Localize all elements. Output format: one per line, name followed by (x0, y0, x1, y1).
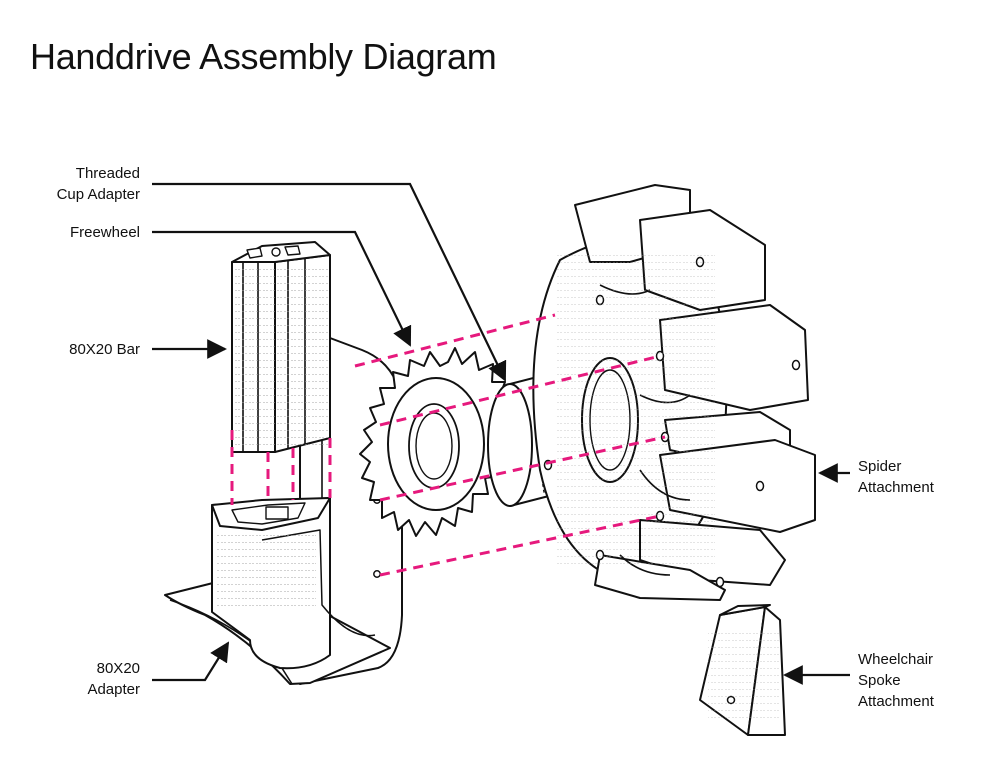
label-80x20-adapter: 80X20 Adapter (87, 658, 140, 700)
leader-freewheel (152, 230, 412, 347)
freewheel-part (359, 347, 513, 537)
bar-part (231, 241, 331, 453)
label-line: Threaded (75, 165, 140, 182)
guide-line (379, 514, 661, 577)
label-line: Cup Adapter (56, 186, 140, 203)
label-line: Freewheel (69, 224, 140, 241)
guide-line (354, 313, 556, 368)
label-line: Wheelchair (858, 651, 934, 668)
label-line: 80X20 (96, 660, 140, 677)
page-title: Handdrive Assembly Diagram (30, 36, 497, 77)
label-line: Spider (858, 458, 902, 475)
label-80x20-bar: 80X20 Bar (69, 339, 140, 360)
guide-line (379, 354, 661, 427)
label-line: 80X20 Bar (69, 341, 140, 358)
alignment-guides (230, 313, 666, 577)
leader-threaded-cup (152, 182, 507, 382)
label-wheelchair-spoke-attachment: Wheelchair Spoke Attachment (858, 649, 934, 712)
spoke-attachment-part (699, 604, 786, 736)
guide-line (379, 435, 666, 502)
label-spider-attachment: Spider Attachment (858, 456, 934, 498)
label-line: Attachment (858, 479, 934, 496)
label-line: Spoke (858, 672, 901, 689)
leader-lines (152, 182, 850, 685)
leader-adapter (152, 641, 230, 682)
label-threaded-cup-adapter: Threaded Cup Adapter (57, 163, 140, 205)
label-freewheel: Freewheel (70, 222, 140, 243)
label-line: Adapter (87, 681, 140, 698)
cup-front-rim (487, 383, 533, 507)
spoke-top-face (719, 604, 771, 616)
label-line: Attachment (858, 693, 934, 710)
adapter-cradle-inner (261, 529, 376, 637)
spider-part (532, 184, 816, 601)
